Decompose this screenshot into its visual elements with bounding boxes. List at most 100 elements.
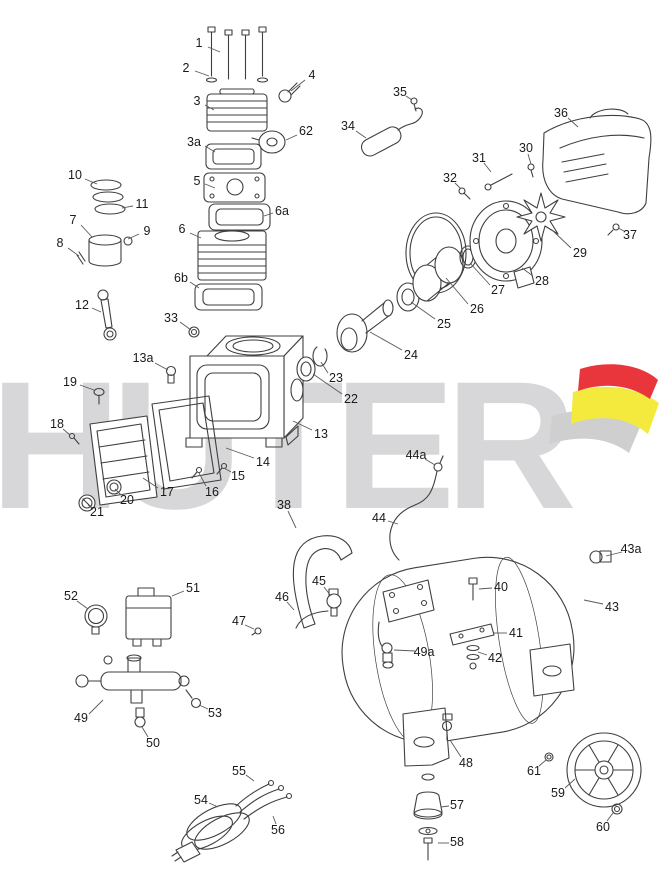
part-label-30: 30	[519, 140, 533, 155]
part-label-49a: 49a	[413, 644, 435, 659]
leader-line-3a	[204, 145, 216, 153]
part-label-6b: 6b	[174, 270, 188, 285]
part-label-5: 5	[193, 173, 201, 188]
part-label-34: 34	[341, 118, 355, 133]
part-label-15: 15	[231, 468, 245, 483]
part-label-42: 42	[488, 650, 502, 665]
part-label-18: 18	[50, 416, 64, 431]
leader-line-14	[225, 447, 255, 459]
leader-line-27	[469, 262, 491, 286]
leader-line-1	[207, 46, 221, 53]
motor-cover-drawing	[542, 108, 652, 215]
leader-line-35	[405, 95, 413, 101]
part-label-27: 27	[491, 282, 505, 297]
leader-line-48	[449, 739, 462, 758]
part-label-6: 6	[178, 221, 186, 236]
part-label-26: 26	[470, 301, 484, 316]
leader-line-36	[567, 117, 579, 128]
breather-plug-drawing	[93, 387, 105, 405]
axle-washer-drawing	[544, 752, 554, 762]
plate-washers-drawing	[466, 644, 480, 670]
part-label-60: 60	[596, 819, 610, 834]
leader-line-28	[521, 267, 534, 277]
part-label-13a: 13a	[132, 350, 154, 365]
leader-line-19	[79, 384, 95, 391]
part-label-59: 59	[551, 785, 565, 800]
part-label-12: 12	[75, 297, 89, 312]
damper-bolt-drawing	[418, 826, 438, 861]
part-label-41: 41	[509, 625, 523, 640]
leader-line-29	[551, 229, 572, 249]
part-label-13: 13	[314, 426, 328, 441]
wheel-bracket-drawing	[529, 643, 575, 697]
part-label-49: 49	[74, 710, 88, 725]
part-label-11: 11	[135, 196, 149, 211]
leader-line-4	[290, 79, 306, 92]
crankcase-fitting-drawing	[165, 365, 177, 384]
pressure-switch-drawing	[125, 587, 172, 647]
part-label-3a: 3a	[187, 134, 201, 149]
flag-stripe-red	[578, 364, 658, 399]
pump-mount-plate-drawing	[382, 579, 435, 623]
leader-line-37	[617, 227, 625, 232]
leader-line-52	[76, 600, 89, 610]
crank-bearing-drawing	[296, 356, 316, 382]
part-label-16: 16	[205, 484, 219, 499]
leader-line-25	[410, 301, 436, 320]
leader-line-12	[91, 307, 102, 313]
part-label-61: 61	[527, 763, 541, 778]
unloader-tube-drawing	[251, 610, 329, 636]
cylinder-drawing	[197, 230, 267, 281]
part-label-45: 45	[312, 573, 326, 588]
check-valve-drawing	[326, 588, 342, 617]
part-label-1: 1	[195, 35, 203, 50]
leader-line-49a	[393, 649, 416, 652]
leader-line-44	[387, 520, 399, 525]
leader-line-51	[171, 590, 185, 597]
leader-line-59	[564, 778, 576, 789]
flag-stripe-yellow	[571, 386, 659, 434]
leader-line-6b	[189, 281, 200, 289]
retaining-ring-drawing	[312, 346, 328, 367]
part-label-7: 7	[69, 212, 77, 227]
leader-line-20	[114, 488, 122, 496]
leader-line-43a	[605, 551, 623, 557]
part-label-24: 24	[404, 347, 418, 362]
manifold-drawing	[75, 654, 190, 704]
leader-line-55	[245, 774, 255, 782]
part-label-33: 33	[164, 310, 178, 325]
leader-line-13a	[154, 362, 169, 371]
pressure-gauge-drawing	[84, 604, 108, 635]
part-label-40: 40	[494, 579, 508, 594]
leader-line-34	[355, 130, 367, 139]
part-label-38: 38	[277, 497, 291, 512]
part-label-43a: 43a	[620, 541, 642, 556]
part-label-44a: 44a	[405, 447, 427, 462]
part-label-29: 29	[573, 245, 587, 260]
part-label-17: 17	[160, 484, 174, 499]
leader-line-10	[84, 178, 98, 185]
leader-line-23	[320, 361, 329, 374]
leader-line-15	[223, 467, 232, 473]
part-label-53: 53	[208, 705, 222, 720]
part-label-36: 36	[554, 105, 568, 120]
crankshaft-drawing	[336, 299, 394, 353]
rotor-core-drawing	[412, 246, 464, 302]
part-label-51: 51	[186, 580, 200, 595]
part-label-44: 44	[372, 510, 386, 525]
leader-line-6	[189, 232, 202, 239]
leader-line-46	[286, 601, 295, 611]
part-label-47: 47	[232, 613, 246, 628]
crankcase-gasket-drawing	[151, 395, 222, 490]
part-label-48: 48	[459, 755, 473, 770]
part-label-43: 43	[605, 599, 619, 614]
leader-line-13	[292, 420, 313, 431]
part-label-46: 46	[275, 589, 289, 604]
leader-line-6a	[263, 212, 274, 217]
part-label-58: 58	[450, 834, 464, 849]
part-label-52: 52	[64, 588, 78, 603]
leader-line-62	[285, 134, 298, 141]
part-label-3: 3	[193, 93, 201, 108]
head-gasket-drawing	[205, 143, 262, 170]
